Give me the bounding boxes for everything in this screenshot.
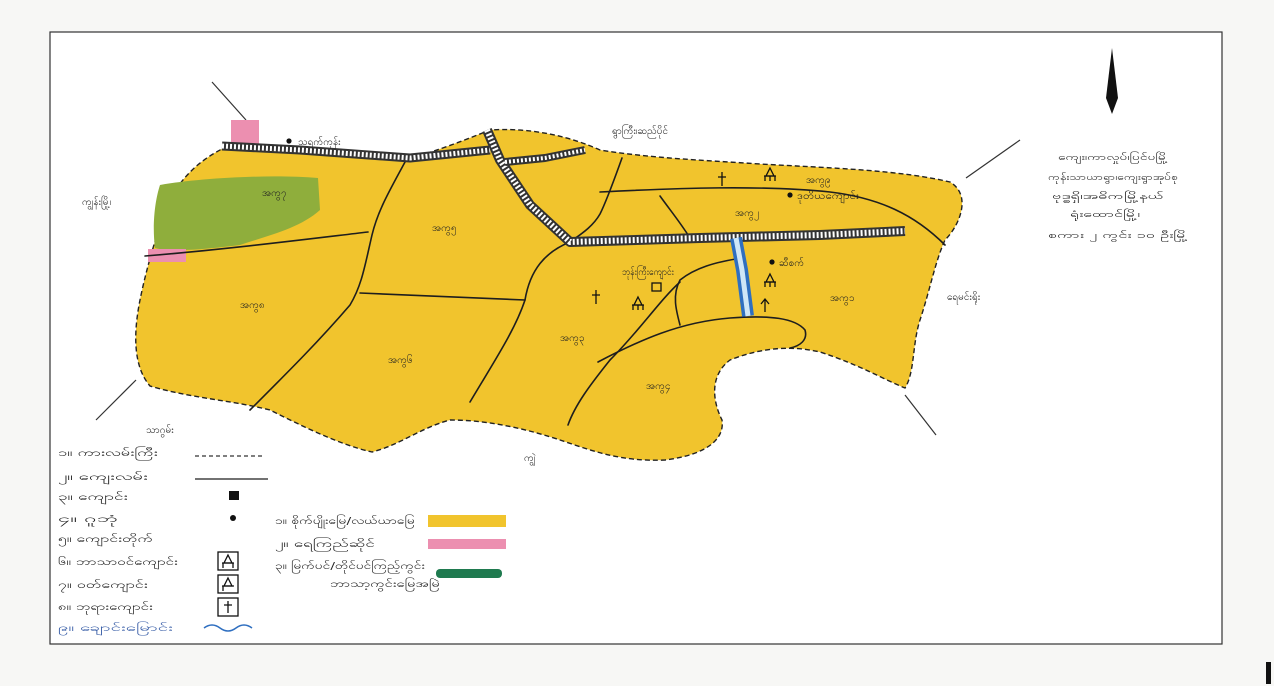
ward-boundary-line: [249, 161, 406, 411]
note-line: ကုန်းသာယာရွာ၊ကျေးရွာအုပ်စု: [1048, 172, 1178, 184]
legend-box: [217, 551, 239, 571]
ward-label: အကွ၄: [646, 381, 671, 394]
place-north: ရွာကြီး၊ဆည်ပိုင်: [612, 123, 668, 139]
place-east: ရေမင်းရိုး: [947, 290, 981, 305]
ward-label: အကွ၁: [830, 293, 855, 306]
landmark-monastery: ဘုန်းကြီးကျောင်း: [622, 264, 674, 280]
legend-label: ၂။ ကျေးလမ်း: [58, 470, 149, 485]
legend-label: ၇။ ဝတ်ကျောင်း: [58, 578, 149, 593]
legend-color-label: ၃။ မြက်ပင်/တိုင်ပင်ကြည့်ကွင်း: [275, 558, 426, 574]
ward-label: အကွ၅: [432, 223, 457, 236]
wavy-line-icon: [203, 624, 253, 632]
ward-label: အကွ၃: [560, 333, 585, 346]
direction-line-southeast: [904, 394, 937, 436]
temple-icon: [764, 166, 776, 181]
direction-line-northwest: [211, 81, 247, 121]
school-dot-icon: [787, 192, 793, 198]
legend-color-label-line2: ဘာသာ့ကွင်းမြေအမြဲ: [330, 576, 440, 592]
pink-zone-west: [148, 249, 186, 262]
map-note: ကျေး၊ကာလှုပ်၊ပြင်ပမြို့ ကုန်းသာယာရွာ၊ကျေ…: [1048, 151, 1189, 242]
north-arrow-icon: [1106, 48, 1118, 114]
main-roads: [221, 128, 906, 247]
legend-box: [217, 574, 239, 594]
ward-boundary-line: [674, 257, 743, 326]
flow-arrow-icon: [760, 297, 770, 312]
note-line: ရုံးထောင်မြို့၊: [1070, 208, 1140, 221]
ward-boundary-line: [359, 292, 526, 301]
legend-label: ၉။ ချောင်းမြောင်း: [58, 620, 174, 636]
legend-color-swatch-pink: [428, 539, 506, 549]
note-line: ဗုဒ္ဓရှိ၊အဓိကမြို့နယ်: [1052, 190, 1165, 203]
legend-label: ၈။ ဘုရားကျောင်း: [58, 600, 154, 615]
ward-boundary-line: [144, 231, 369, 257]
legend-label: ၃။ ကျောင်း: [58, 490, 129, 505]
scan-edge-mark: [1266, 662, 1271, 684]
note-line: ကျေး၊ကာလှုပ်၊ပြင်ပမြို့: [1058, 151, 1169, 164]
cross-icon: [718, 172, 726, 186]
cross-icon: [592, 290, 600, 304]
place-south: ကျွဲ: [524, 451, 536, 467]
ward-label: အကွ၆: [388, 353, 413, 368]
ward-label: အကွ၂: [735, 208, 759, 221]
ward-boundary-line: [567, 281, 681, 426]
legend-color-label: ၁။ စိုက်ပျိုးမြေ/လယ်ယာမြေ: [275, 513, 415, 529]
legend-label: ၅။ ကျောင်းတိုက်: [58, 532, 153, 547]
temple-icon: [222, 553, 234, 568]
river: [730, 236, 754, 317]
building-square-icon: [651, 282, 662, 292]
ward-boundary-line: [469, 241, 571, 403]
legend-label: ၄။ ဂူဘုံ: [58, 514, 118, 527]
pink-zone-north: [231, 120, 259, 144]
place-northwest: သရက်ကုန်း: [298, 135, 341, 150]
cross-icon: [224, 601, 232, 613]
note-line: စကား ၂ ကွင်း ၁၀ ဦးမြို့: [1048, 229, 1189, 242]
ward-label: အကွ၈: [240, 300, 265, 313]
landmark-school: ဒုတိယကျောင်း: [797, 189, 860, 204]
ward-label: အကွ၇: [262, 188, 287, 201]
mill-dot-icon: [769, 259, 775, 265]
ward-boundary-line: [569, 157, 623, 243]
green-zone: [153, 176, 320, 251]
legend-color-swatch-land: [428, 515, 506, 527]
dot-icon: [230, 515, 236, 521]
legend-label: ၆။ ဘာသာဝင်ကျောင်း: [58, 555, 179, 570]
legend-box: [217, 597, 239, 617]
place-southwest: သာဂွမ်း: [146, 423, 174, 438]
symbol-legend: ၁။ ကားလမ်းကြီး ၂။ ကျေးလမ်း ၃။ ကျောင်း ၄။…: [58, 445, 268, 636]
temple-icon: [222, 576, 234, 591]
temple-icon: [632, 295, 644, 310]
legend-label: ၁။ ကားလမ်းကြီး: [58, 445, 159, 461]
color-legend: ၁။ စိုက်ပျိုးမြေ/လယ်ယာမြေ ၂။ ရေကြည်ဆိုင်…: [275, 513, 506, 592]
village-land-area: [135, 128, 963, 461]
legend-color-label: ၂။ ရေကြည်ဆိုင်: [275, 536, 375, 552]
ward-boundary-line: [597, 316, 807, 363]
ward-boundary-line: [599, 187, 946, 246]
temple-icon: [764, 272, 776, 287]
ward-label: အကွ၉: [806, 175, 831, 188]
direction-line-southwest: [95, 379, 137, 421]
place-dot-icon: [286, 138, 292, 144]
legend-color-swatch-forest: [436, 569, 502, 578]
landmark-mill: ဆီစက်: [779, 256, 804, 269]
place-west: ကျွန်းမြို့၊: [82, 194, 112, 211]
direction-line-northeast: [965, 139, 1021, 179]
square-icon: [229, 491, 239, 500]
